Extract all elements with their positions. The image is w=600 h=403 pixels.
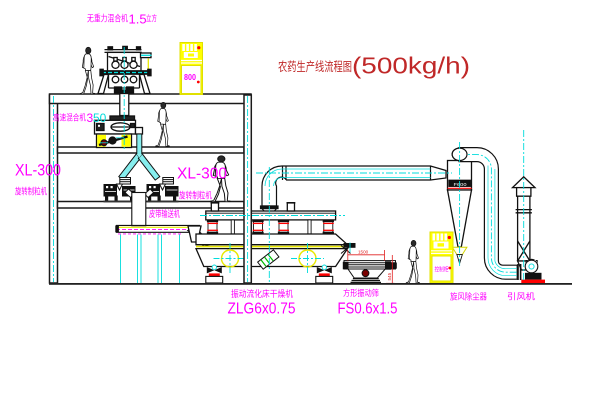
svg-text:旋转制粒机: 旋转制粒机 [15,186,47,197]
svg-text:无重力混合机: 无重力混合机 [87,13,128,24]
svg-text:控制柜: 控制柜 [435,266,449,274]
svg-text:振动流化床干燥机: 振动流化床干燥机 [231,288,293,299]
svg-text:高速混合机: 高速混合机 [53,113,86,123]
svg-text:引风机: 引风机 [507,292,536,302]
svg-text:方形振动筛: 方形振动筛 [343,288,379,298]
svg-text:XL-300: XL-300 [15,161,61,180]
svg-text:3: 3 [87,111,94,125]
svg-text:(500kg/h): (500kg/h) [352,53,470,79]
svg-text:545: 545 [387,272,392,280]
svg-text:1.5: 1.5 [129,12,147,27]
svg-text:FS0.6x1.5: FS0.6x1.5 [338,301,398,318]
svg-text:50: 50 [93,111,107,125]
svg-text:立方: 立方 [146,13,157,23]
svg-text:ZLG6x0.75: ZLG6x0.75 [228,301,296,318]
svg-text:F600: F600 [454,182,468,187]
svg-text:旋转制粒机: 旋转制粒机 [179,190,212,201]
svg-text:1500: 1500 [358,249,369,254]
svg-text:农药生产线流程图: 农药生产线流程图 [278,59,352,74]
svg-text:旋风除尘器: 旋风除尘器 [450,292,487,302]
svg-text:XL-300: XL-300 [177,166,227,183]
svg-text:800: 800 [184,72,196,82]
svg-text:皮带输送机: 皮带输送机 [149,208,180,219]
